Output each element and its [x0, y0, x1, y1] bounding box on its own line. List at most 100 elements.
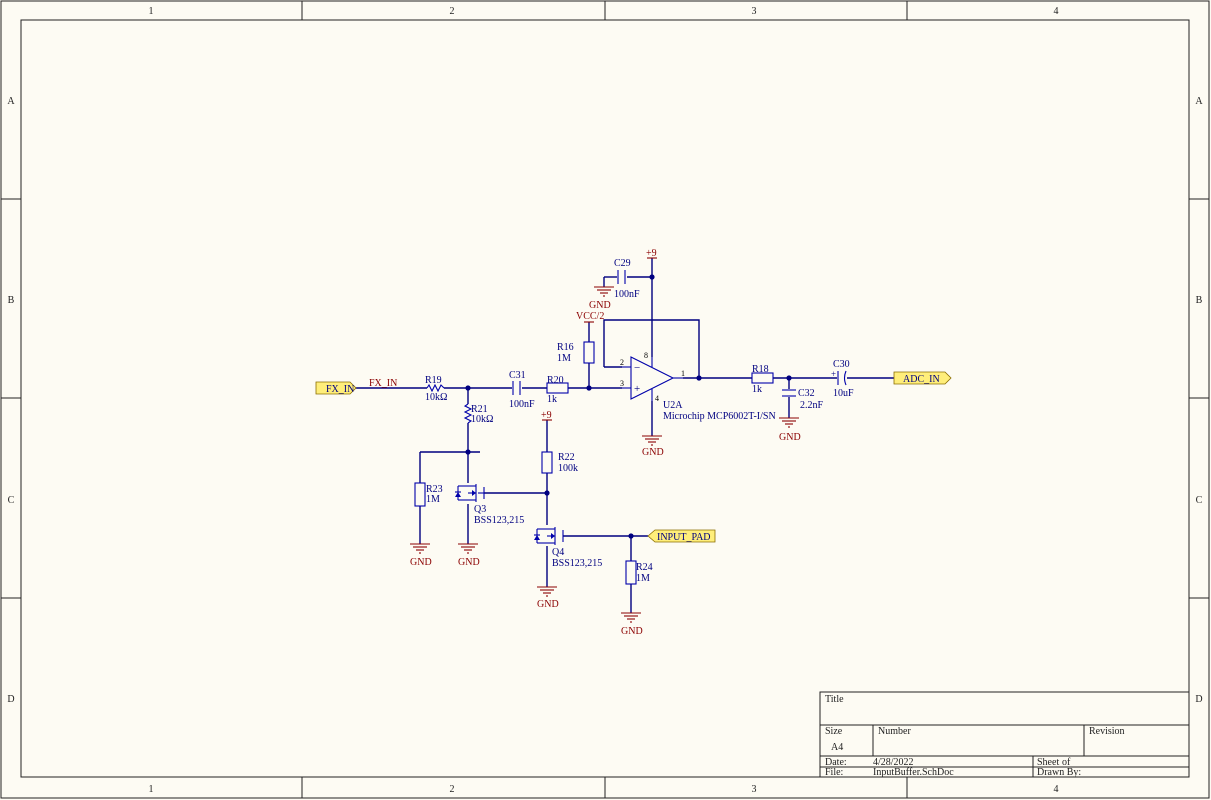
u2a-designator: U2A [663, 400, 683, 411]
c31-value: 100nF [509, 399, 535, 410]
power-vcc2: VCC/2 [576, 311, 604, 323]
col-label-top-2: 2 [450, 6, 455, 17]
r23-value: 1M [426, 494, 440, 505]
gnd-c29: GND [589, 286, 614, 311]
col-label-top-4: 4 [1054, 6, 1059, 17]
title-label: Title [825, 694, 844, 705]
port-fx-in-label: FX_IN [326, 384, 354, 395]
opamp-pin-8: 8 [644, 351, 648, 360]
gnd-label-r24: GND [621, 626, 643, 637]
power-plus9-r22: +9 [541, 410, 552, 421]
date-value: 4/28/2022 [873, 757, 914, 768]
row-label-right-b: B [1196, 295, 1203, 306]
size-value: A4 [831, 742, 843, 753]
r16-value: 1M [557, 353, 571, 364]
gnd-r24: GND [621, 612, 643, 637]
r21-designator: R21 [471, 404, 488, 415]
r22-designator: R22 [558, 452, 575, 463]
opamp-pin-2: 2 [620, 358, 624, 367]
resistor-r23: R23 1M [414, 482, 443, 507]
sheet-label: Sheet [1037, 757, 1059, 768]
file-value: InputBuffer.SchDoc [873, 767, 954, 778]
capacitor-c29: C29 100nF [614, 258, 640, 300]
capacitor-c30: + C30 10uF [831, 359, 854, 399]
net-label-fx-in: FX_IN [369, 378, 397, 389]
col-label-top-3: 3 [752, 6, 757, 17]
date-label: Date: [825, 757, 847, 768]
plus9-label-opamp: +9 [646, 248, 657, 259]
row-label-left-c: C [8, 495, 15, 506]
r18-value: 1k [752, 384, 762, 395]
r24-designator: R24 [636, 562, 653, 573]
wires [354, 258, 894, 613]
gnd-q4: GND [537, 586, 559, 610]
title-block: Title Size A4 Number Revision Date: 4/28… [819, 691, 1190, 778]
opamp-pin-4: 4 [655, 394, 659, 403]
plus9-label-r22: +9 [541, 410, 552, 421]
gnd-c32: GND [779, 417, 801, 443]
row-label-right-a: A [1195, 96, 1203, 107]
col-label-bottom-1: 1 [149, 784, 154, 795]
opamp-u2a: − + 2 3 1 8 4 U2A Microchip MCP6002T-I/S… [620, 351, 776, 422]
capacitor-c32: C32 2.2nF [782, 388, 824, 411]
row-label-left-b: B [8, 295, 15, 306]
resistor-r20: R20 1k [546, 375, 569, 405]
port-adc-in: ADC_IN [893, 371, 952, 385]
q4-designator: Q4 [552, 547, 564, 558]
q3-designator: Q3 [474, 504, 486, 515]
r18-designator: R18 [752, 364, 769, 375]
svg-text:−: − [634, 362, 640, 374]
c30-designator: C30 [833, 359, 850, 370]
r19-designator: R19 [425, 375, 442, 386]
resistor-r21: R21 10kΩ [463, 403, 493, 425]
gnd-r23: GND [410, 543, 432, 568]
gnd-opamp: GND [642, 435, 664, 458]
gnd-label-r23: GND [410, 557, 432, 568]
row-label-right-d: D [1195, 694, 1202, 705]
opamp-pin-1: 1 [681, 369, 685, 378]
gnd-label-q3: GND [458, 557, 480, 568]
r20-designator: R20 [547, 375, 564, 386]
drawn-by-label: Drawn By: [1037, 767, 1081, 778]
r19-value: 10kΩ [425, 392, 447, 403]
gnd-label-q4: GND [537, 599, 559, 610]
capacitor-c31: C31 100nF [509, 370, 535, 410]
svg-text:+: + [634, 383, 640, 395]
power-plus9-opamp: +9 [646, 248, 657, 259]
port-input-pad: INPUT_PAD [647, 529, 716, 543]
revision-label: Revision [1089, 726, 1125, 737]
u2a-value: Microchip MCP6002T-I/SN [663, 411, 776, 422]
r24-value: 1M [636, 573, 650, 584]
resistor-r18: R18 1k [751, 364, 774, 395]
size-label: Size [825, 726, 843, 737]
q4-value: BSS123,215 [552, 558, 602, 569]
col-label-bottom-4: 4 [1054, 784, 1059, 795]
col-label-top-1: 1 [149, 6, 154, 17]
file-label: File: [825, 767, 843, 778]
gnd-label-c29: GND [589, 300, 611, 311]
vcc2-label: VCC/2 [576, 311, 604, 322]
mosfet-q4: Q4 BSS123,215 [534, 527, 602, 569]
port-fx-in: FX_IN [315, 381, 357, 395]
resistor-r19: R19 10kΩ [425, 375, 447, 403]
gnd-label-opamp: GND [642, 447, 664, 458]
q3-value: BSS123,215 [474, 515, 524, 526]
col-label-bottom-3: 3 [752, 784, 757, 795]
gnd-label-c32: GND [779, 432, 801, 443]
c29-value: 100nF [614, 289, 640, 300]
r20-value: 1k [547, 394, 557, 405]
resistor-r16: R16 1M [557, 341, 595, 364]
row-label-left-d: D [7, 694, 14, 705]
row-label-right-c: C [1196, 495, 1203, 506]
port-input-pad-label: INPUT_PAD [657, 532, 711, 543]
port-adc-in-label: ADC_IN [903, 374, 940, 385]
c30-value: 10uF [833, 388, 854, 399]
number-label: Number [878, 726, 911, 737]
resistor-r24: R24 1M [625, 560, 653, 585]
opamp-pin-3: 3 [620, 379, 624, 388]
c32-value: 2.2nF [800, 400, 824, 411]
resistor-r22: R22 100k [541, 451, 578, 474]
r22-value: 100k [558, 463, 578, 474]
